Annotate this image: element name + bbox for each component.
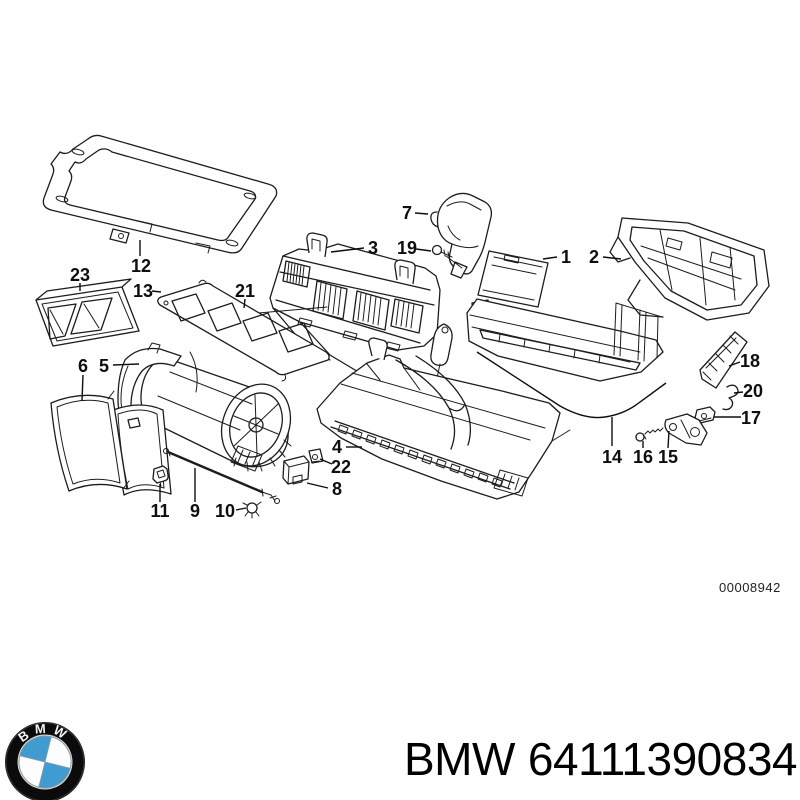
part-7-air-duct <box>430 192 493 279</box>
part-23-vent-grille <box>35 278 140 347</box>
exploded-parts-diagram: 1 2 3 4 5 6 7 8 9 10 11 12 13 14 15 16 1… <box>35 134 781 595</box>
callout-14: 14 <box>602 447 622 467</box>
callout-21: 21 <box>235 281 255 301</box>
part-4-lower-housing <box>316 337 571 500</box>
callout-19: 19 <box>397 238 417 258</box>
callout-13: 13 <box>133 281 153 301</box>
callout-11: 11 <box>150 501 169 521</box>
callout-23: 23 <box>70 265 90 285</box>
callout-8: 8 <box>332 479 342 499</box>
callout-9: 9 <box>190 501 200 521</box>
callout-15: 15 <box>658 447 678 467</box>
callout-16: 16 <box>633 447 653 467</box>
roundel-quadrants <box>18 735 72 789</box>
part-19-screw <box>431 244 463 269</box>
reference-line-14 <box>476 351 667 446</box>
callout-6: 6 <box>78 356 88 376</box>
part-13-gasket <box>157 279 330 382</box>
callout-22: 22 <box>331 457 351 477</box>
part-22-bracket <box>308 448 324 464</box>
callout-2: 2 <box>589 247 599 267</box>
part-15-lever <box>664 413 708 446</box>
callout-4: 4 <box>332 437 342 457</box>
part-1-carrier-housing <box>466 250 664 382</box>
part-20-spring-clip <box>722 384 739 411</box>
bmw-roundel-icon: BMW <box>5 721 85 800</box>
part-18-serrated-strip <box>699 331 748 389</box>
callout-numbers: 1 2 3 4 5 6 7 8 9 10 11 12 13 14 15 16 1… <box>70 203 763 521</box>
part-9-rod <box>163 448 280 504</box>
part-2-housing-shell <box>609 217 770 321</box>
part-10-clip <box>242 501 262 519</box>
callout-20: 20 <box>743 381 763 401</box>
bmw-logo: BMW <box>2 720 90 800</box>
part-number: 64111390834 <box>527 733 798 785</box>
callout-10: 10 <box>215 501 235 521</box>
part-12-gasket-frame <box>42 134 278 254</box>
callout-5: 5 <box>99 356 109 376</box>
part-3-upper-housing <box>269 232 441 374</box>
callout-17: 17 <box>741 408 761 428</box>
part-16-screw <box>635 427 664 442</box>
callout-18: 18 <box>740 351 760 371</box>
callout-1: 1 <box>561 247 571 267</box>
callout-3: 3 <box>368 238 378 258</box>
callout-12: 12 <box>131 256 151 276</box>
part-8-actuator <box>282 455 310 485</box>
drawing-number: 00008942 <box>719 580 781 595</box>
callout-7: 7 <box>402 203 412 223</box>
brand-name: BMW <box>404 733 515 785</box>
leader-lines <box>79 212 744 511</box>
